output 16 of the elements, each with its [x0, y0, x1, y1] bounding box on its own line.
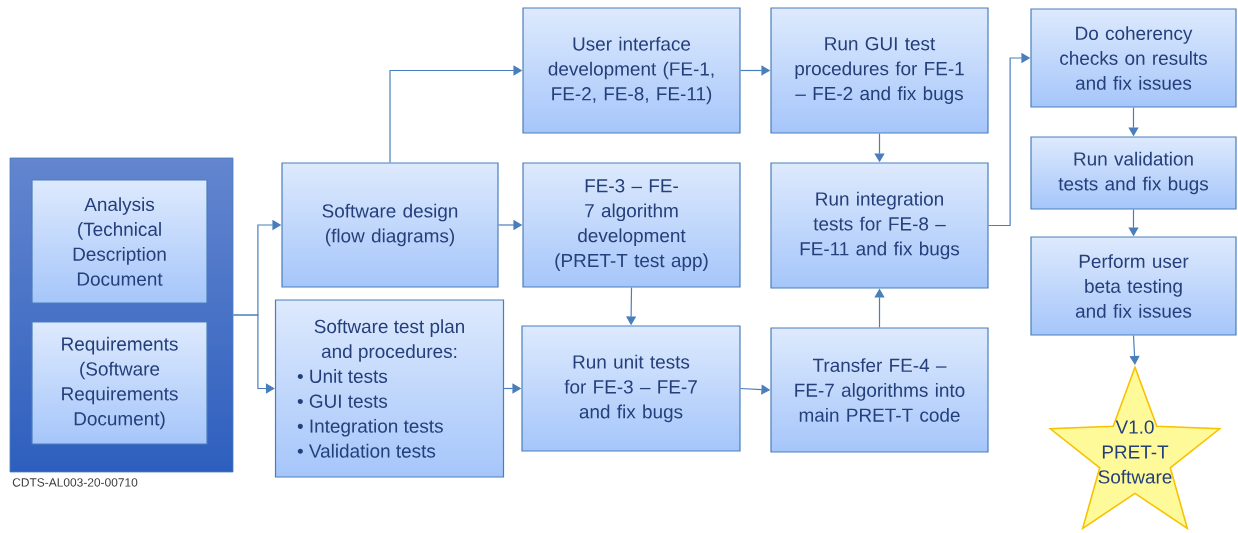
process-box: Software test plan and procedures: • Unit tests • GUI tests • Integration tests • Validation tests	[274, 299, 505, 478]
process-box: Run GUI test procedures for FE-1 – FE-2 and fix bugs	[770, 7, 989, 134]
process-box: Do coherency checks on results and fix issues	[1030, 8, 1237, 108]
process-box: User interface development (FE-1, FE-2, FE-8, FE-11)	[522, 7, 741, 134]
process-box: Perform user beta testing and fix issues	[1030, 236, 1237, 336]
process-box: FE-3 – FE-7 algorithm development (PRET-T test app)	[522, 162, 741, 288]
process-box: Run integration tests for FE-8 – FE-11 and fix bugs	[770, 162, 989, 289]
process-box: Analysis (Technical Description Document	[31, 179, 208, 304]
process-box: Run validation tests and fix bugs	[1030, 136, 1237, 210]
process-box: Requirements (Software Requirements Document)	[31, 321, 208, 445]
arrow	[232, 314, 275, 394]
process-box: Software design (flow diagrams)	[281, 162, 499, 288]
arrow	[1129, 335, 1140, 365]
process-box: Run unit tests for FE-3 – FE-7 and fix bugs	[521, 325, 741, 452]
process-box: Transfer FE-4 – FE-7 algorithms into main PRET-T code	[770, 327, 989, 453]
document-number: CDTS-AL003-20-00710	[12, 478, 138, 487]
